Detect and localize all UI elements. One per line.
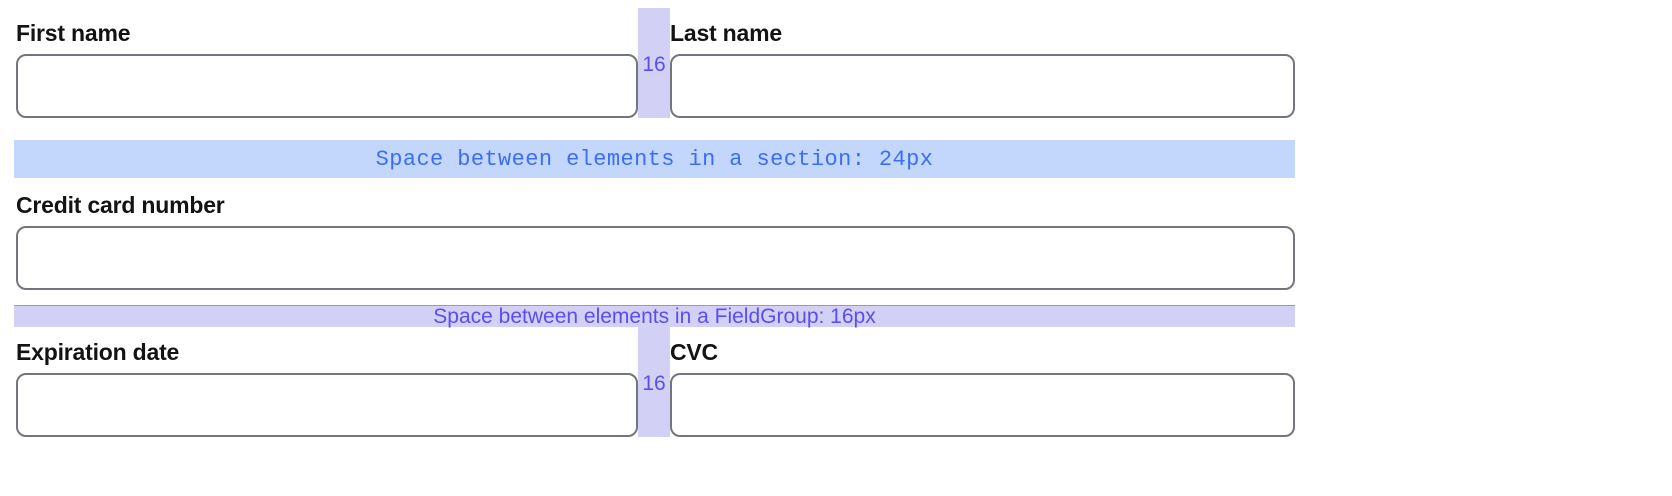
last-name-input[interactable] (670, 54, 1295, 118)
gap-marker-expiry-row: 16 (638, 327, 670, 437)
credit-card-number-label: Credit card number (16, 192, 225, 218)
field-row-expiry-cvc: Expiration date 16 CVC (16, 327, 1295, 437)
expiration-date-label: Expiration date (16, 339, 180, 365)
expiration-date-label-slot: Expiration date (16, 327, 638, 373)
first-name-input[interactable] (16, 54, 638, 118)
cvc-label: CVC (670, 339, 718, 365)
field-group-last-name: Last name (670, 8, 1295, 118)
fieldgroup-spacing-band-text: Space between elements in a FieldGroup: … (433, 305, 876, 328)
gap-marker-value: 16 (642, 372, 666, 395)
last-name-label-slot: Last name (670, 8, 1295, 54)
credit-card-label-slot: Credit card number (16, 180, 1295, 226)
credit-card-number-input[interactable] (16, 226, 1295, 290)
first-name-label-slot: First name (16, 8, 638, 54)
first-name-label: First name (16, 20, 131, 46)
cvc-label-slot: CVC (670, 327, 1295, 373)
field-row-credit-card: Credit card number (16, 180, 1295, 290)
gap-marker-value: 16 (642, 53, 666, 76)
field-row-name: First name 16 Last name (16, 8, 1295, 118)
expiration-date-input[interactable] (16, 373, 638, 437)
section-spacing-band-text: Space between elements in a section: 24p… (375, 146, 934, 172)
field-group-first-name: First name (16, 8, 638, 118)
field-group-expiration-date: Expiration date (16, 327, 638, 437)
cvc-input[interactable] (670, 373, 1295, 437)
field-group-cvc: CVC (670, 327, 1295, 437)
gap-marker-name-row: 16 (638, 8, 670, 118)
section-spacing-band: Space between elements in a section: 24p… (14, 140, 1295, 178)
fieldgroup-spacing-band: Space between elements in a FieldGroup: … (14, 305, 1295, 327)
last-name-label: Last name (670, 20, 782, 46)
